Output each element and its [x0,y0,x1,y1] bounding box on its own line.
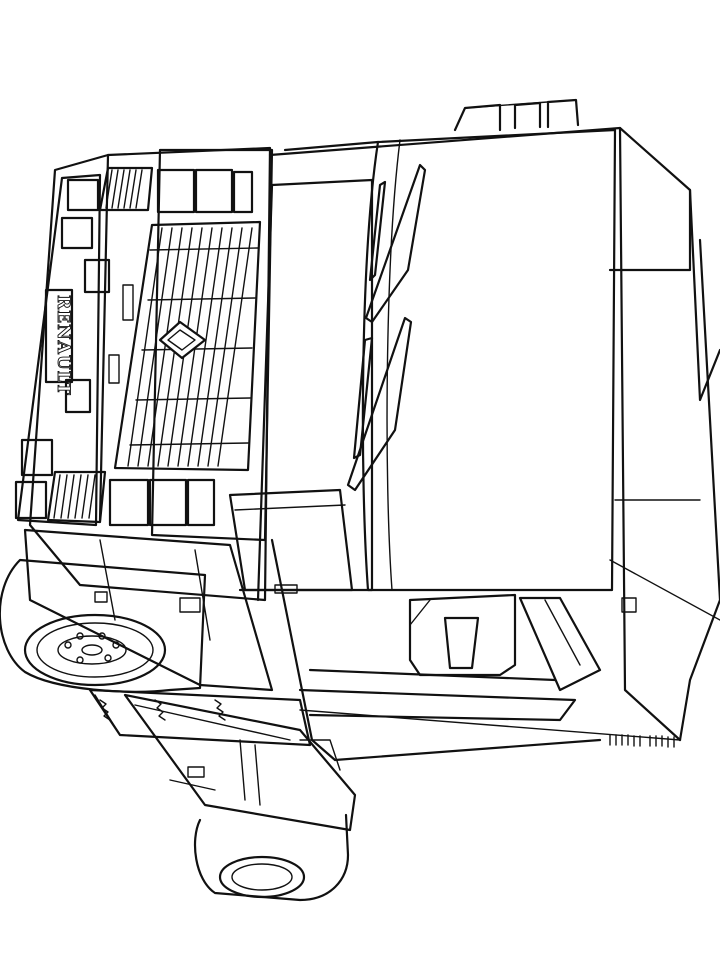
cab-door [270,538,681,762]
upper-slot-vent [98,166,154,212]
left-vent-panel [14,173,134,527]
chassis-step-box [88,688,312,747]
side-step-panel [518,596,602,692]
lower-slot-vent [46,470,107,524]
bumper-light [179,597,201,613]
front-bumper [23,528,274,692]
door-handle [274,584,298,594]
fog-light [94,591,108,603]
headlamp-housing [228,488,354,592]
brand-nameplate: RENAULT [44,288,73,396]
brand-text: RENAULT [53,295,73,396]
rear-wheel [193,813,350,902]
wheel-lug-nuts [64,632,120,664]
side-mirror [408,593,517,677]
windshield [238,128,617,592]
windshield-wipers [346,163,427,492]
upper-grille-cover [108,148,274,542]
cab-roof [268,126,720,742]
roof-vent [453,98,580,132]
renault-diamond-logo-icon [158,320,207,360]
side-vent-slots [609,734,675,748]
side-marker-light [621,597,637,613]
